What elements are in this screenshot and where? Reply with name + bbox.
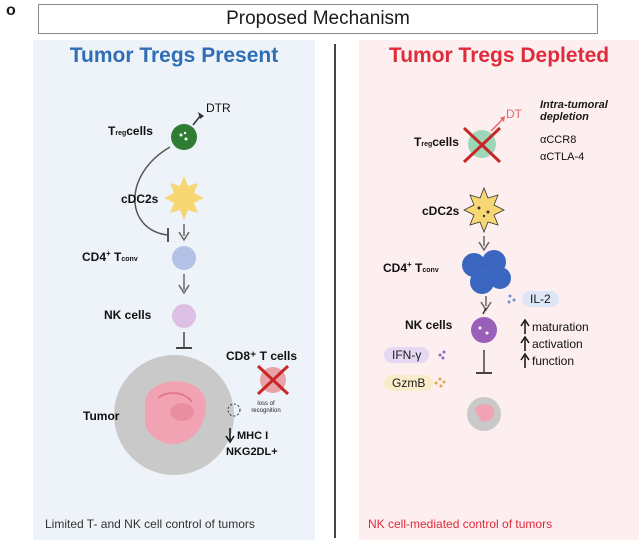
treg-main: T [414,135,422,149]
dt-toxin-icon [490,116,505,132]
nkg2dl-label: NKG2DL+ [226,446,278,458]
left-cdc2-cell [164,176,204,220]
loss-line2: recognition [251,408,281,414]
left-nk-label: NK cells [104,308,152,322]
cd4-main: CD4 [82,250,107,264]
treg-inhibition-curve [134,146,171,236]
treg-rest: cells [126,124,153,138]
intra-line2: depletion [540,111,589,123]
panel-letter: o [6,2,16,19]
panel-divider [334,44,336,538]
il2-label: IL-2 [522,291,559,307]
left-cdc2-label: cDC2s [121,192,159,206]
mhc-label: MHC I [237,430,269,442]
right-cdc2-label: cDC2s [422,204,460,218]
gzmb-label: GzmB [384,375,434,391]
left-heading: Tumor Tregs Present [69,44,279,67]
right-footer: NK cell-mediated control of tumors [368,517,553,531]
left-cd4-cell [172,246,196,270]
right-cd4-cluster [462,250,511,294]
left-footer: Limited T- and NK cell control of tumors [45,517,255,531]
maturation-label: maturation [532,320,589,334]
loss-recognition-icon [227,403,241,417]
activation-label: activation [532,337,583,351]
tumor-label: Tumor [83,409,120,423]
intra-line1: Intra-tumoral [540,99,608,111]
ifng-label: IFN-γ [384,347,430,363]
right-nk-cell [471,307,497,343]
figure-title: Proposed Mechanism [38,4,598,34]
cd4-t: T [415,261,423,275]
il2-dots [507,294,516,304]
treg-sub: reg [421,141,433,148]
cd4-t: T [114,250,122,264]
left-tumor [114,355,234,475]
loss-line1: loss of [257,401,275,407]
left-treg-label: Tregcells [108,124,153,138]
treg-main: T [108,124,116,138]
right-nk-label: NK cells [405,318,453,332]
up-arrow-icons [520,318,530,368]
cd8-label: CD8⁺ T cells [226,349,298,363]
function-label: function [532,354,575,368]
ifng-dots [438,350,446,360]
cd4-sup: + [106,249,111,258]
cd4-sup: + [407,260,412,269]
cd4-main: CD4 [383,261,408,275]
left-cd4-label: CD4+ Tconv [82,249,138,265]
accr8-label: αCCR8 [540,134,577,146]
right-treg-label: Tregcells [414,135,459,149]
treg-sub: reg [115,130,127,137]
cd4-sub: conv [422,267,439,274]
gzmb-dots [434,377,446,388]
left-nk-cell [172,304,196,328]
cd8-t-cell-crossed [256,364,290,396]
right-treg-depleted [462,126,502,164]
cd4-sub: conv [121,256,138,263]
right-cd4-label: CD4+ Tconv [383,260,439,276]
dt-label: DT [506,107,522,121]
treg-rest: cells [432,135,459,149]
right-cdc2-cell [463,186,505,234]
actla4-label: αCTLA-4 [540,151,585,163]
right-heading: Tumor Tregs Depleted [388,44,610,67]
right-tumor-small [467,397,501,431]
dtr-label: DTR [206,101,231,115]
dtr-receptor-icon [192,112,204,126]
left-treg-cell [171,124,197,150]
